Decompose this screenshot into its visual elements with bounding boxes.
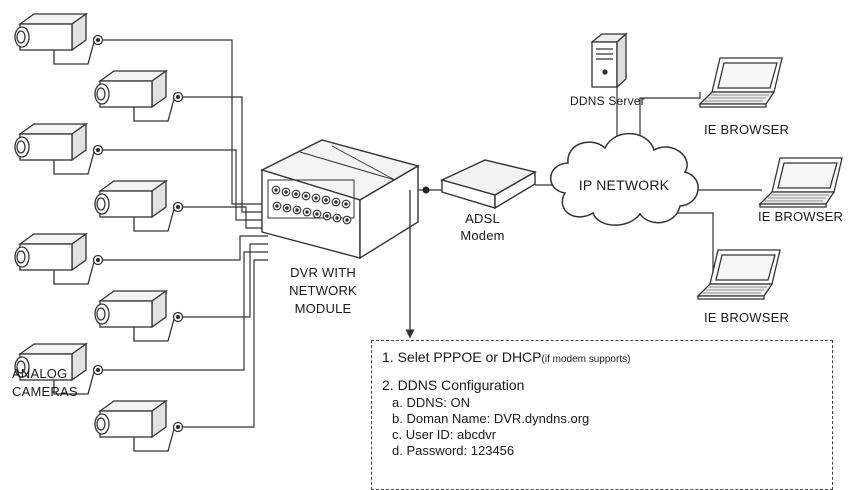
camera-icon (94, 69, 184, 122)
config-item-user-id: c. User ID: abcdvr (392, 427, 497, 442)
ip-network-label: IP NETWORK (578, 177, 670, 193)
camera-icon (14, 342, 104, 395)
junction-dot (422, 186, 430, 194)
modem-label-line-2: Modem (460, 228, 505, 243)
camera-icon (14, 122, 104, 175)
ddns-server-label: DDNS Server (570, 94, 645, 108)
config-step-1-note: (if modem supports) (541, 354, 631, 365)
config-instructions-box: 1. Selet PPPOE or DHCP(if modem supports… (371, 340, 833, 490)
config-item-domain: b. Doman Name: DVR.dyndns.org (392, 411, 590, 426)
ie-browser-label-1: IE BROWSER (704, 122, 790, 137)
config-step-1-text: 1. Selet PPPOE or DHCP (382, 349, 542, 365)
camera-icon (14, 232, 104, 285)
config-item-ddns: a. DDNS: ON (392, 395, 471, 410)
network-diagram (14, 12, 843, 452)
camera-icon (14, 12, 104, 65)
analog-cameras-label: ANALOG CAMERAS (12, 366, 78, 399)
config-step-1: 1. Selet PPPOE or DHCP(if modem supports… (382, 349, 630, 365)
laptop-icon (698, 57, 783, 108)
dvr-unit (260, 139, 420, 260)
adsl-modem (439, 159, 537, 210)
ie-browser-label-2: IE BROWSER (758, 209, 844, 224)
connection-lines (103, 39, 762, 428)
laptop-group (696, 57, 843, 300)
dvr-ports (271, 185, 352, 225)
camera-icon (94, 289, 184, 342)
modem-label-line-1: ADSL (465, 211, 500, 226)
laptop-icon (758, 157, 843, 208)
laptop-icon (696, 249, 781, 300)
ip-network-cloud (550, 132, 699, 226)
dvr-label: DVR WITH NETWORK MODULE (289, 265, 357, 316)
camera-icon (94, 399, 184, 452)
camera-group (14, 12, 184, 452)
config-item-password: d. Password: 123456 (392, 443, 515, 458)
camera-icon (94, 179, 184, 232)
ie-browser-label-3: IE BROWSER (704, 310, 790, 325)
config-step-2: 2. DDNS Configuration (382, 377, 525, 393)
ddns-server-icon (590, 32, 628, 89)
